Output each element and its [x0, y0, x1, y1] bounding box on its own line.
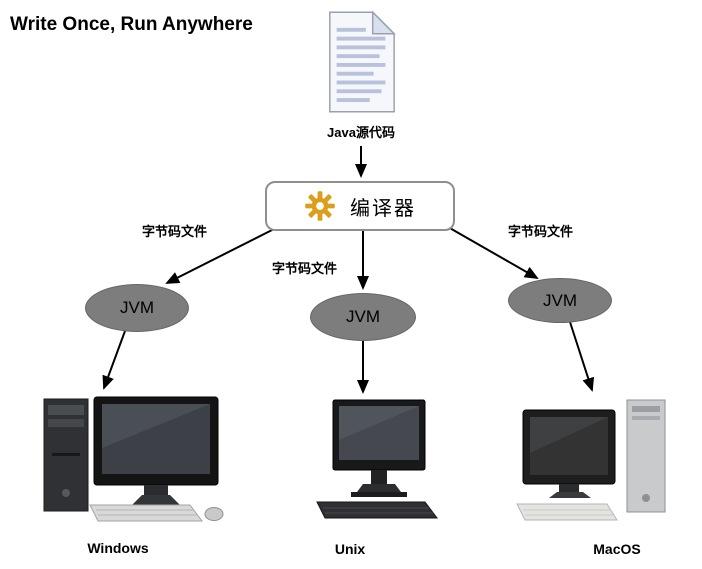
windows-computer-image [32, 393, 232, 528]
diagram-title: Write Once, Run Anywhere [10, 14, 253, 35]
bytecode-label-middle: 字节码文件 [272, 261, 338, 276]
bytecode-label-right: 字节码文件 [508, 224, 574, 239]
jvm-label: JVM [346, 307, 380, 326]
java-source-label: Java源代码 [327, 125, 395, 140]
compiler-label: 编译器 [350, 197, 416, 220]
compiler-box: 编译器 [265, 181, 455, 231]
jvm-label: JVM [120, 298, 154, 317]
gear-icon [304, 190, 336, 222]
jvm-node-windows: JVM [85, 284, 189, 332]
bytecode-label-left: 字节码文件 [142, 224, 208, 239]
macos-computer-image [515, 398, 680, 528]
jvm-label: JVM [543, 290, 577, 310]
jvm-node-macos: JVM [508, 278, 612, 323]
jvm-node-unix: JVM [310, 293, 416, 341]
platform-label-unix: Unix [334, 541, 366, 557]
platform-label-macos: MacOS [593, 541, 641, 557]
platform-label-windows: Windows [87, 540, 149, 556]
java-source-document-icon [322, 8, 400, 116]
unix-computer-image [305, 398, 450, 523]
